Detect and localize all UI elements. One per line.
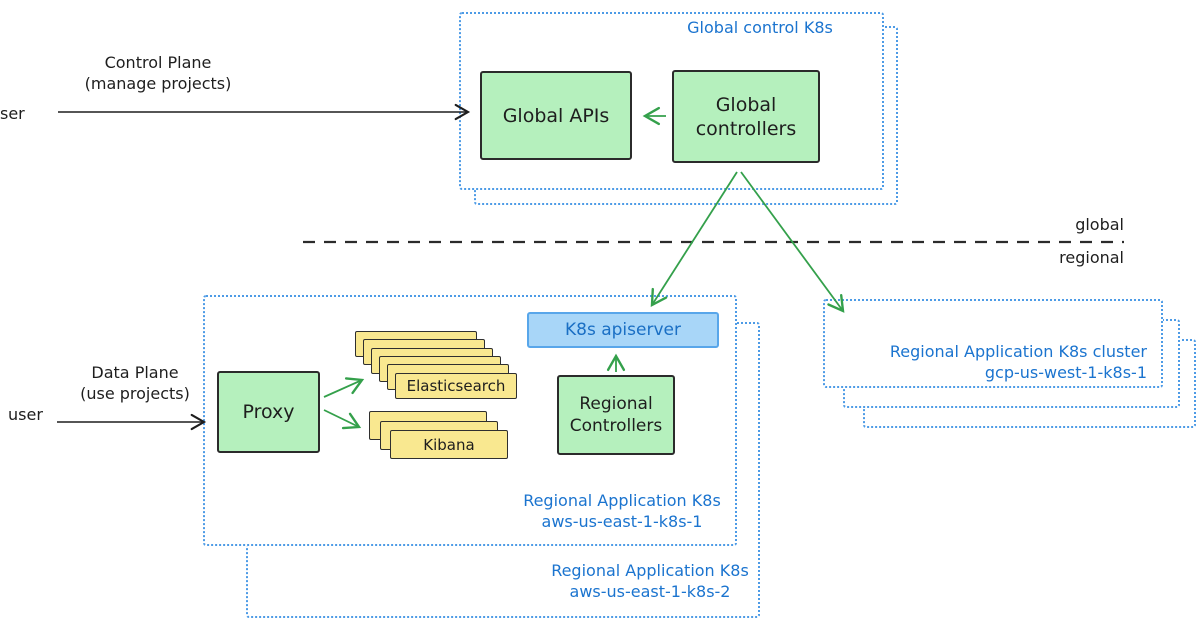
data-plane-line1: Data Plane [91,363,179,382]
global-controllers-label-line2: controllers [695,117,797,140]
aws-cluster-1-title-line2: aws-us-east-1-k8s-1 [541,512,703,531]
global-apis-node: Global APIs [480,71,632,160]
elasticsearch-stack-front: Elasticsearch [395,373,517,399]
user-label-top: ser [0,104,25,123]
kibana-stack-front: Kibana [390,430,508,459]
global-apis-label: Global APIs [502,104,610,127]
regional-controllers-node: Regional Controllers [557,375,675,455]
control-plane-label: Control Plane (manage projects) [58,52,258,94]
control-plane-line2: (manage projects) [84,74,232,93]
kibana-label: Kibana [423,435,475,454]
gcp-cluster-title: Regional Application K8s cluster gcp-us-… [855,341,1147,383]
proxy-label: Proxy [242,401,295,423]
aws-cluster-2-title-line2: aws-us-east-1-k8s-2 [569,582,731,601]
gcp-cluster-box-1 [823,299,1163,388]
global-cluster-title: Global control K8s [687,18,833,37]
elasticsearch-label: Elasticsearch [406,377,506,395]
user-label-bottom: user [8,405,43,424]
gcp-cluster-title-line1: Regional Application K8s cluster [889,342,1147,361]
aws-cluster-1-title-line1: Regional Application K8s [523,491,721,510]
k8s-apiserver-node: K8s apiserver [527,312,719,348]
regional-controllers-label-line2: Controllers [569,416,663,436]
divider-regional-label: regional [1059,248,1124,267]
regional-controllers-label-line1: Regional [579,394,653,414]
control-plane-line1: Control Plane [104,53,212,72]
gcp-cluster-title-line2: gcp-us-west-1-k8s-1 [984,363,1147,382]
k8s-apiserver-label: K8s apiserver [565,320,681,340]
data-plane-line2: (use projects) [80,384,190,403]
aws-cluster-1-title: Regional Application K8s aws-us-east-1-k… [482,490,762,532]
data-plane-label: Data Plane (use projects) [35,362,235,404]
proxy-node: Proxy [217,371,320,453]
aws-cluster-2-title: Regional Application K8s aws-us-east-1-k… [510,560,790,602]
aws-cluster-2-title-line1: Regional Application K8s [551,561,749,580]
divider-global-label: global [1075,215,1124,234]
global-controllers-node: Global controllers [672,70,820,163]
global-controllers-label-line1: Global [715,93,777,116]
